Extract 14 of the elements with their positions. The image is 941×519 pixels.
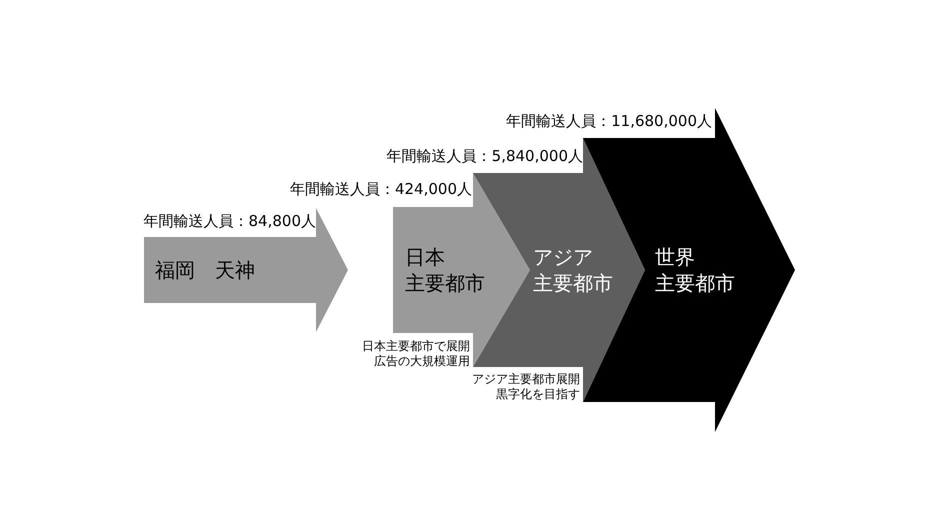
passenger-count-label: 年間輸送人員：424,000人: [290, 179, 472, 199]
stage-label: 主要都市: [533, 270, 613, 296]
stage-label: 世界: [655, 244, 696, 270]
passenger-count-label: 年間輸送人員：84,800人: [144, 211, 316, 231]
note-text: アジア主要都市展開黒字化を目指す: [471, 372, 580, 402]
note-text: 日本主要都市で展開広告の大規模運用: [361, 339, 470, 369]
passenger-count-label: 年間輸送人員：5,840,000人: [386, 146, 583, 166]
stage-banner: [144, 208, 348, 332]
stage-label: アジア: [533, 244, 594, 270]
stage-label: 日本: [405, 244, 446, 270]
stage-label: 福岡 天神: [155, 257, 255, 283]
passenger-count-label: 年間輸送人員：11,680,000人: [506, 111, 712, 131]
stage-label: 主要都市: [405, 270, 485, 296]
stage-label: 主要都市: [655, 270, 735, 296]
